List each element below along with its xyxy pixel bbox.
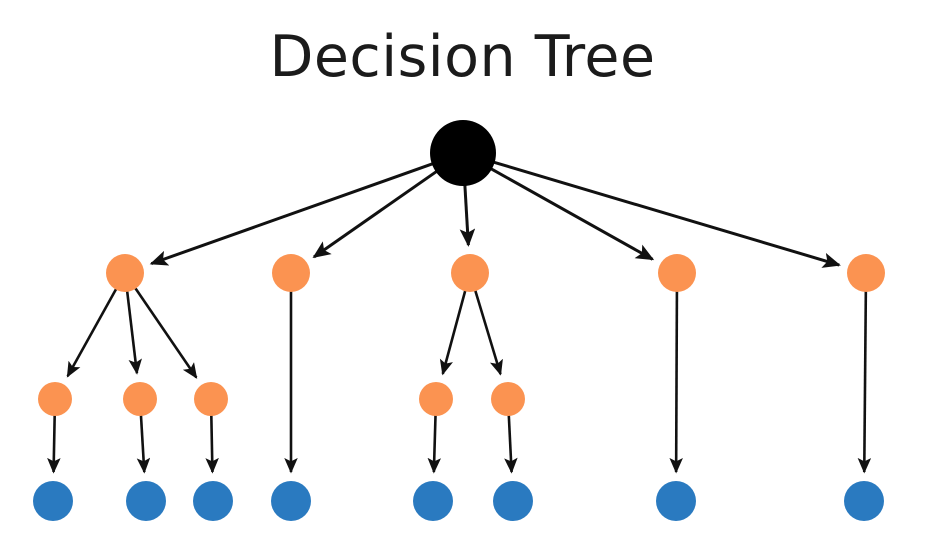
tree-edge (857, 290, 872, 474)
tree-node-leaf[interactable] (193, 481, 233, 521)
page-title: Decision Tree (269, 24, 656, 90)
tree-node-internal[interactable] (658, 254, 696, 292)
tree-node-leaf[interactable] (33, 481, 73, 521)
tree-edge (134, 287, 198, 379)
tree-edge (66, 288, 118, 378)
tree-edge (47, 414, 61, 474)
tree-node-leaf[interactable] (656, 481, 696, 521)
tree-node-leaf[interactable] (844, 481, 884, 521)
tree-node-leaf[interactable] (493, 481, 533, 521)
tree-edge (439, 290, 467, 376)
tree-node-root[interactable] (430, 120, 496, 186)
tree-edge (427, 414, 442, 474)
tree-node-internal[interactable] (38, 382, 72, 416)
tree-edge (669, 290, 683, 474)
tree-node-leaf[interactable] (271, 481, 311, 521)
tree-edge (459, 184, 476, 247)
tree-edge (136, 414, 151, 474)
tree-node-internal[interactable] (272, 254, 310, 292)
tree-edge (125, 290, 142, 375)
tree-edge (504, 414, 518, 474)
tree-node-internal[interactable] (491, 382, 525, 416)
tree-edge (490, 167, 655, 261)
tree-edge (493, 160, 841, 268)
tree-edge (149, 162, 434, 266)
tree-node-internal[interactable] (194, 382, 228, 416)
tree-edge (205, 414, 219, 474)
tree-node-internal[interactable] (123, 382, 157, 416)
node-layer (33, 120, 885, 521)
tree-edge (312, 170, 438, 259)
tree-node-internal[interactable] (419, 382, 453, 416)
edge-layer (47, 160, 872, 474)
tree-node-internal[interactable] (451, 254, 489, 292)
tree-node-internal[interactable] (847, 254, 885, 292)
tree-edge (473, 289, 503, 376)
tree-node-leaf[interactable] (126, 481, 166, 521)
tree-node-internal[interactable] (106, 254, 144, 292)
tree-node-leaf[interactable] (413, 481, 453, 521)
